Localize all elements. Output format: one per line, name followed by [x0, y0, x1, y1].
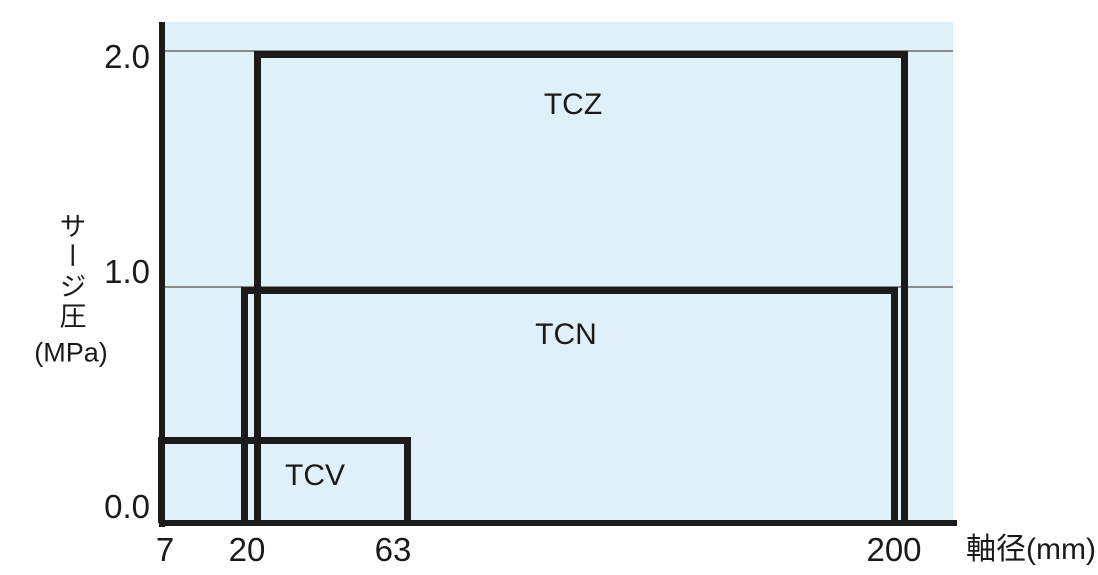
tcn-range-box: [241, 287, 898, 523]
x-tick-7: 7: [155, 531, 175, 568]
x-tick-200: 200: [866, 531, 922, 568]
x-axis-line: [159, 520, 957, 526]
tcv-label: TCV: [285, 459, 345, 492]
y-axis-line: [159, 22, 165, 527]
x-tick-20: 20: [228, 531, 266, 568]
y-tick-2.0: 2.0: [104, 38, 150, 75]
x-axis-title: 軸径(mm): [966, 533, 1096, 566]
x-tick-63: 63: [374, 531, 412, 568]
tcz-label: TCZ: [543, 88, 603, 121]
y-tick-1.0: 1.0: [104, 253, 150, 290]
y-tick-0.0: 0.0: [104, 488, 150, 525]
y-axis-title: サージ圧: [55, 212, 86, 332]
y-axis-unit: (MPa): [34, 337, 108, 368]
tcn-label: TCN: [535, 318, 597, 351]
